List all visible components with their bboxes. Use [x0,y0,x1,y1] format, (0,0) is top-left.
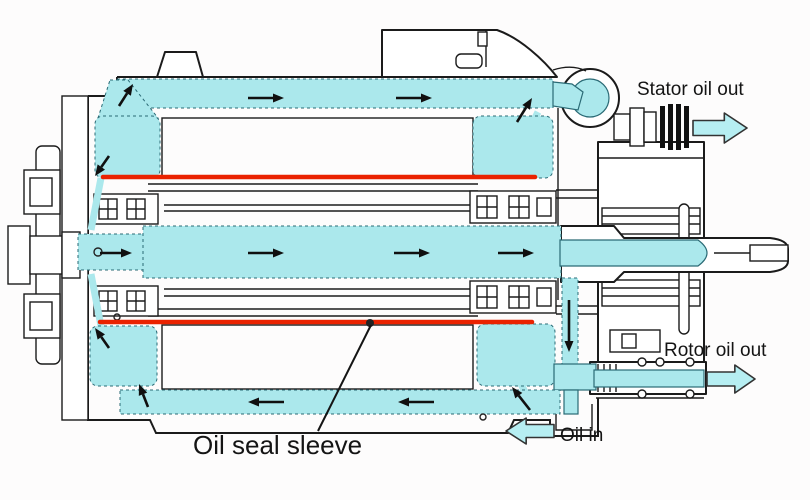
label-stator-oil-out: Stator oil out [637,79,744,100]
seal-leader-dot [366,319,374,327]
flow-arrow [515,106,528,123]
stator-oil-channel-top [116,78,554,109]
flow-arrow-head [398,397,409,407]
external-flow-arrows [505,112,756,445]
end-winding-chamber-upper-right [472,115,554,179]
lifting-lug [156,51,204,78]
bearing-upper-left [93,193,159,225]
oil-passages [77,78,708,415]
stator-core-lower [161,324,474,390]
label-oil-in: Oil in [560,425,603,446]
flow-arrow-head [522,98,532,110]
flow-arrow [100,336,111,349]
shaft-oil-bore-right [559,239,708,267]
flow-arrow-head [248,397,259,407]
label-rotor-oil-out: Rotor oil out [664,340,767,361]
flow-arrow-head [523,248,534,258]
end-winding-chamber-lower-right [476,323,556,387]
oil-in-arrow [505,417,555,445]
air-gap-lines [148,183,478,317]
stator-core-upper [161,117,474,178]
flow-arrow-head [512,387,523,399]
bearing-lower-right [469,280,557,314]
flow-arrow-head [123,84,133,96]
shaft-coupling-left [7,225,81,285]
rotor-outlet-pipe-oil [593,369,705,388]
flow-arrow-head [138,384,148,396]
stator-oil-out-arrow [692,112,748,144]
flow-arrow-head [564,341,574,352]
oil-inlet-port [563,389,579,415]
flow-arrow-head [273,93,284,103]
flow-arrow-head [419,248,430,258]
shaft-oil-bore-main [142,225,562,279]
rotor-oil-out-arrow [706,364,756,394]
end-winding-chamber-upper-left [94,115,161,179]
flow-arrow [100,155,111,168]
flow-arrow [117,92,129,107]
end-winding-chamber-lower-left [89,325,158,387]
oil-seal-sleeve-leader-line [317,324,372,432]
flow-arrow-head [273,248,284,258]
flow-arrow [141,393,150,408]
oil-seal-sleeves [97,174,538,327]
labels: Stator oil out Rotor oil out Oil in Oil … [193,79,767,460]
label-oil-seal-sleeve: Oil seal sleeve [193,430,362,460]
stator-outlet-fitting [613,104,689,150]
detail-circle-right [479,413,487,421]
bearing-lower-left [93,285,159,317]
bearing-upper-right [469,190,557,224]
flow-arrow-head [95,328,105,340]
shaft-keyway [749,244,789,262]
flow-arrow-head [421,93,432,103]
flow-arrow-head [95,164,105,176]
flow-arrow [517,394,532,411]
oil-inlet-housing [555,404,593,431]
flow-arrows [95,84,574,411]
rotor-oil-channel-bottom [119,389,561,415]
flow-arrow-head [121,248,132,258]
